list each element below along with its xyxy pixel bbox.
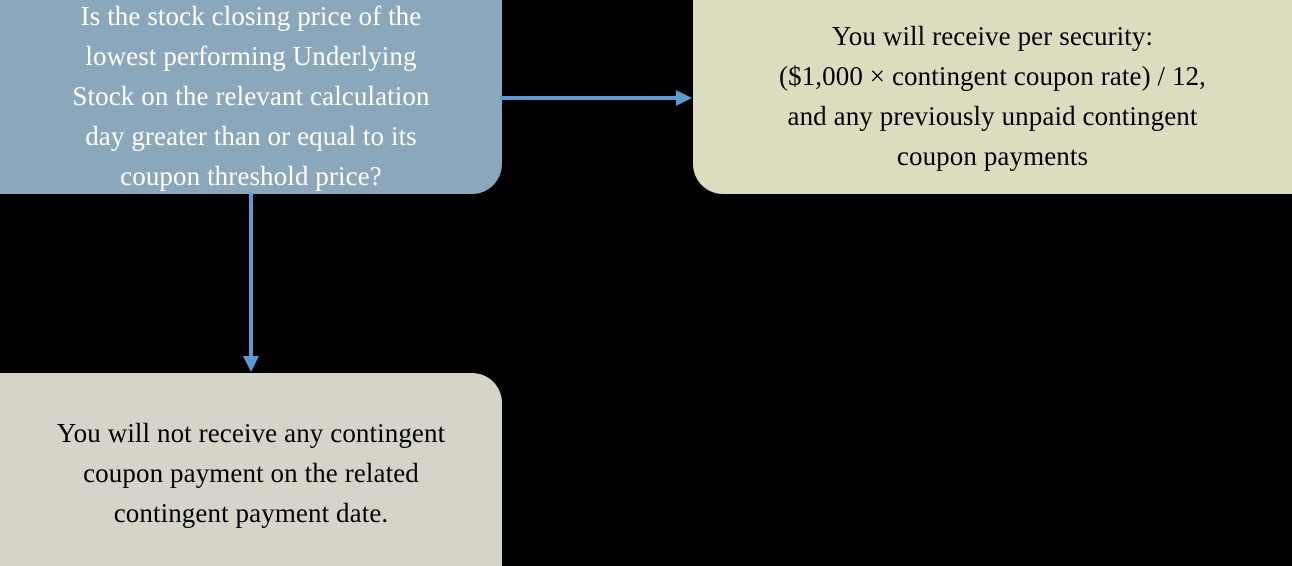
arrow-right-to-yes-outcome <box>500 90 692 106</box>
decision-node-coupon-threshold: Is the stock closing price of the lowest… <box>0 0 502 194</box>
outcome-node-no-coupon-text: You will not receive any contingent coup… <box>56 417 446 528</box>
outcome-node-receive-coupon-text: You will receive per security: ($1,000 ×… <box>778 21 1207 171</box>
arrow-down-to-no-outcome <box>243 193 259 372</box>
decision-node-text: Is the stock closing price of the lowest… <box>72 1 430 191</box>
outcome-node-no-coupon: You will not receive any contingent coup… <box>0 373 502 566</box>
outcome-node-receive-coupon: You will receive per security: ($1,000 ×… <box>693 0 1292 194</box>
